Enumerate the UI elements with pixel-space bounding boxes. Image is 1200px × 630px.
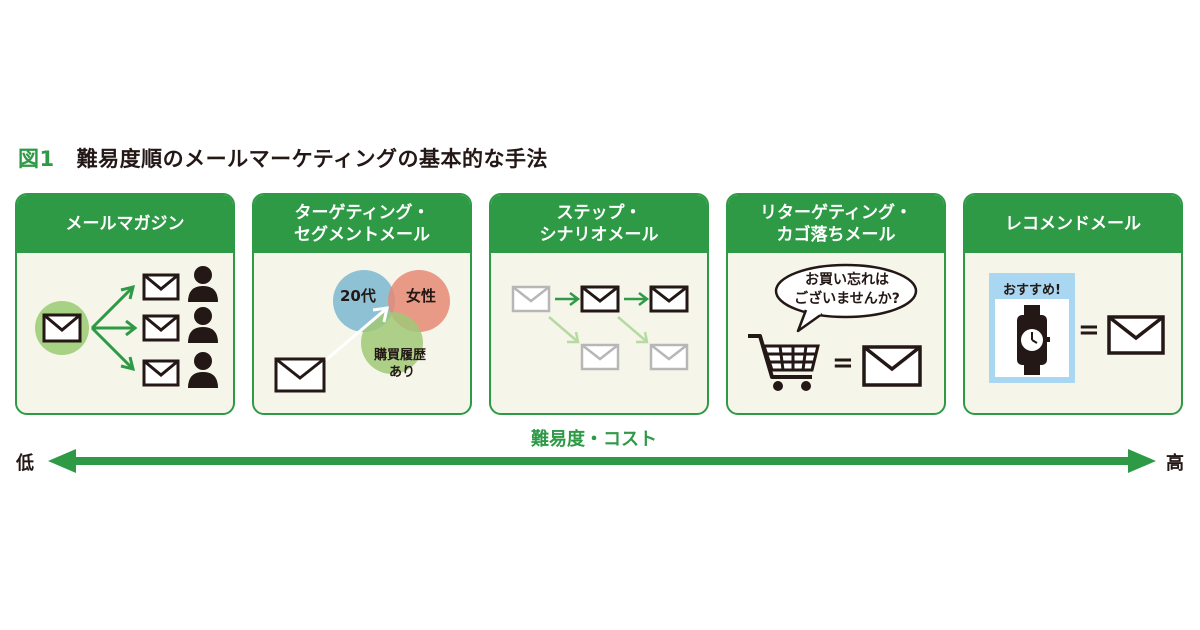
venn-label-age: 20代 [340,287,376,305]
recipient-3 [142,352,218,388]
envelope-icon [649,343,689,371]
panel-body: お買い忘れは ございませんか? = [728,253,944,413]
panel-header: レコメンドメール [965,195,1181,253]
envelope-icon [142,359,180,387]
cart-illustration [748,263,922,391]
panel-header: メールマガジン [17,195,233,253]
equals-sign: = [1078,315,1100,345]
envelope-icon [649,285,689,313]
person-icon [188,352,218,388]
difficulty-axis-arrow [48,449,1156,473]
bubble-line-2: ございませんか? [794,291,900,307]
axis-high-label: 高 [1166,453,1184,474]
panel-header: リターゲティング・ カゴ落ちメール [728,195,944,253]
envelope-icon [580,285,620,313]
panel-body: 20代 女性 購買履歴 あり [254,253,470,413]
envelope-icon [142,314,180,342]
person-icon [188,266,218,302]
envelope-icon [142,273,180,301]
arrow-icon [624,292,650,306]
panel-label: メールマガジン [65,214,185,234]
speech-bubble [774,263,918,333]
mail-magazine-illustration [35,266,218,388]
panel-label-line-2: セグメントメール [294,225,430,245]
panel-label-line-2: シナリオメール [539,225,659,245]
venn-diagram [333,270,450,374]
figure-title-text: 難易度順のメールマーケティングの基本的な手法 [76,147,548,171]
panel-body [491,253,707,413]
panel-label-line-1: ステップ・ [556,203,642,223]
branch-arrow [548,316,580,344]
bubble-line-1: お買い忘れは [805,272,889,288]
venn-circle-history [361,312,423,374]
panel-body: おすすめ! = [965,253,1181,413]
envelope-icon [511,285,551,313]
panel-header: ターゲティング・ セグメントメール [254,195,470,253]
arrow-icon [555,292,581,306]
panel-label-line-1: リターゲティング・ [760,203,912,223]
cart-icon [748,334,820,391]
panel-segment-mail: ターゲティング・ セグメントメール 20代 女性 購買履歴 あり [252,193,472,415]
axis-low-label: 低 [16,453,34,474]
recommend-label: おすすめ! [1003,283,1061,298]
branch-arrow [617,316,649,344]
recommend-illustration [989,273,1165,383]
figure-title: 図1 難易度順のメールマーケティングの基本的な手法 [18,143,548,173]
fan-out-arrows [90,284,138,372]
panel-cart-mail: リターゲティング・ カゴ落ちメール お買い忘れは ございま [726,193,946,415]
venn-label-history-line-1: 購買履歴 [374,348,427,363]
panel-label-line-1: ターゲティング・ [294,203,430,223]
venn-illustration [274,270,450,393]
envelope-icon [42,313,82,343]
person-icon [188,307,218,343]
envelope-icon [1107,315,1165,355]
venn-label-history-line-2: あり [389,365,416,380]
panel-scenario-mail: ステップ・ シナリオメール [489,193,709,415]
axis-label: 難易度・コスト [531,429,657,450]
scenario-illustration [511,285,689,371]
envelope-icon [274,357,326,393]
target-arrow [325,306,389,362]
panel-header: ステップ・ シナリオメール [491,195,707,253]
envelope-icon [580,343,620,371]
watch-icon [1017,305,1050,375]
panel-mail-magazine: メールマガジン [15,193,235,415]
equals-sign: = [832,348,854,378]
venn-label-gender: 女性 [406,287,437,305]
figure-number: 図1 [18,147,55,171]
panel-recommend-mail: レコメンドメール おすすめ! = [963,193,1183,415]
recipient-2 [142,307,218,343]
panel-label: レコメンドメール [1005,214,1141,234]
panel-body [17,253,233,413]
panel-label-line-2: カゴ落ちメール [776,225,896,245]
envelope-icon [862,345,922,387]
recipient-1 [142,266,218,302]
